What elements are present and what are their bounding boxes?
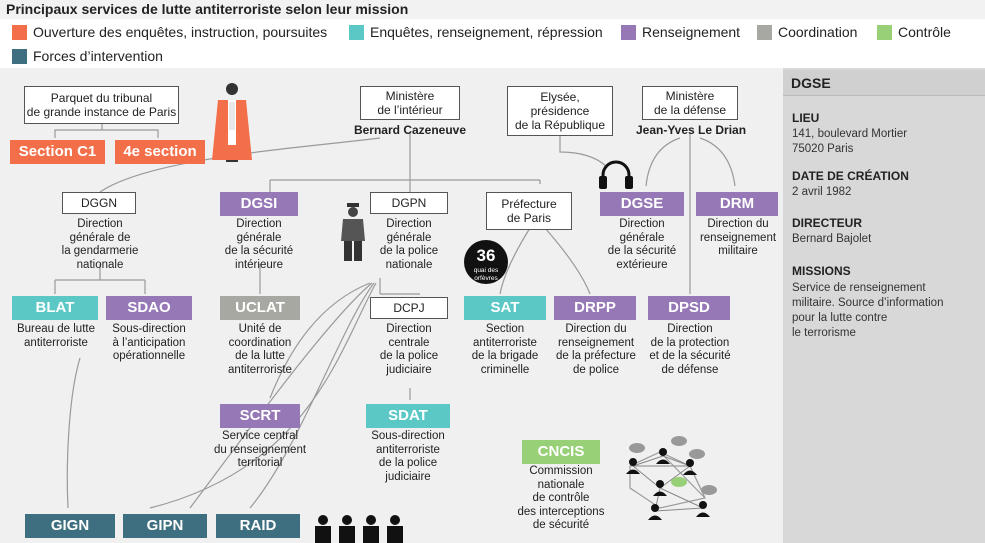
service-drpp: DRPP <box>554 296 636 320</box>
service-sdat: SDAT <box>366 404 450 428</box>
page-title: Principaux services de lutte antiterrori… <box>0 0 985 19</box>
sdao-description: Sous-direction à l’anticipation opératio… <box>112 323 186 362</box>
police-officer-icon <box>338 203 368 263</box>
people-network-icon <box>615 436 720 536</box>
cncis-description: Commission nationale de contrôle des int… <box>517 465 605 531</box>
service-cncis: CNCIS <box>522 440 600 464</box>
uclat-description: Unité de coordination de la lutte antite… <box>228 323 292 376</box>
sdat-description: Sous-direction antiterroriste de la poli… <box>371 430 445 483</box>
drm-description: Direction du renseignement militaire <box>699 218 777 257</box>
legend-swatch <box>349 25 364 40</box>
node-elysee: Elysée, présidence de la République <box>507 86 613 136</box>
person-le-drian: Jean-Yves Le Drian <box>635 123 747 137</box>
dgsi-description: Direction générale de la sécurité intéri… <box>224 218 294 271</box>
legend-item-forces: Forces d’intervention <box>12 47 163 65</box>
dgse-description: Direction générale de la sécurité extéri… <box>607 218 677 271</box>
legend-item-poursuites: Ouverture des enquêtes, instruction, pou… <box>12 23 327 41</box>
service-section-c1: Section C1 <box>10 140 105 164</box>
person-cazeneuve: Bernard Cazeneuve <box>353 123 467 137</box>
service-raid: RAID <box>216 514 300 538</box>
service-uclat: UCLAT <box>220 296 300 320</box>
dgpn-description: Direction générale de la police national… <box>379 218 439 271</box>
org-chart: Parquet du tribunal de grande instance d… <box>0 68 783 543</box>
legend-item-enquetes: Enquêtes, renseignement, répression <box>349 23 603 41</box>
legend-swatch <box>12 49 27 64</box>
dcpj-description: Direction centrale de la police judiciai… <box>379 323 439 376</box>
legend-item-controle: Contrôle <box>877 23 951 41</box>
legend-swatch <box>12 25 27 40</box>
sat-description: Section antiterroriste de la brigade cri… <box>471 323 539 376</box>
sidebar-creation-value: 2 avril 1982 <box>792 186 852 198</box>
legend: Ouverture des enquêtes, instruction, pou… <box>0 19 985 68</box>
sidebar-directeur-value: Bernard Bajolet <box>792 233 872 245</box>
sidebar-missions-label: MISSIONS <box>792 264 851 278</box>
legend-swatch <box>757 25 772 40</box>
blat-description: Bureau de lutte antiterroriste <box>16 323 95 349</box>
service-gipn: GIPN <box>123 514 207 538</box>
node-parquet: Parquet du tribunal de grande instance d… <box>24 86 179 124</box>
service-gign: GIGN <box>25 514 115 538</box>
sidebar-lieu-label: LIEU <box>792 111 820 125</box>
node-dgpn: DGPN <box>370 192 448 214</box>
badge-36-quai: 36 quai des orfèvres <box>464 240 508 284</box>
service-scrt: SCRT <box>220 404 300 428</box>
service-dpsd: DPSD <box>648 296 730 320</box>
service-4e-section: 4e section <box>115 140 205 164</box>
legend-swatch <box>877 25 892 40</box>
sidebar-missions-value: Service de renseignement militaire. Sour… <box>792 282 944 339</box>
connector-lines <box>54 120 736 509</box>
service-drm: DRM <box>696 192 778 216</box>
sidebar-creation-label: DATE DE CRÉATION <box>792 169 909 183</box>
service-sat: SAT <box>464 296 546 320</box>
dggn-description: Direction générale de la gendarmerie nat… <box>61 218 139 271</box>
sidebar-directeur-label: DIRECTEUR <box>792 216 863 230</box>
scrt-description: Service central du renseignement territo… <box>213 430 307 469</box>
judge-robe-icon <box>210 80 254 162</box>
node-dggn: DGGN <box>62 192 136 214</box>
service-dgsi: DGSI <box>220 192 298 216</box>
node-ministere-interieur: Ministère de l’intérieur <box>360 86 460 120</box>
headphones-icon <box>598 160 634 190</box>
node-prefecture-paris: Préfecture de Paris <box>486 192 572 230</box>
intervention-team-icon <box>312 514 412 543</box>
dpsd-description: Direction de la protection et de la sécu… <box>649 323 731 376</box>
node-dcpj: DCPJ <box>370 297 448 319</box>
sidebar-dgse: DGSE LIEU 141, boulevard Mortier 75020 P… <box>783 68 985 543</box>
service-blat: BLAT <box>12 296 98 320</box>
sidebar-title: DGSE <box>783 70 985 96</box>
legend-swatch <box>621 25 636 40</box>
sidebar-lieu-value: 141, boulevard Mortier 75020 Paris <box>792 128 908 155</box>
service-dgse[interactable]: DGSE <box>600 192 684 216</box>
service-sdao: SDAO <box>106 296 192 320</box>
legend-item-coordination: Coordination <box>757 23 857 41</box>
legend-item-renseignement: Renseignement <box>621 23 740 41</box>
drpp-description: Direction du renseignement de la préfect… <box>556 323 636 376</box>
node-ministere-defense: Ministère de la défense <box>642 86 738 120</box>
